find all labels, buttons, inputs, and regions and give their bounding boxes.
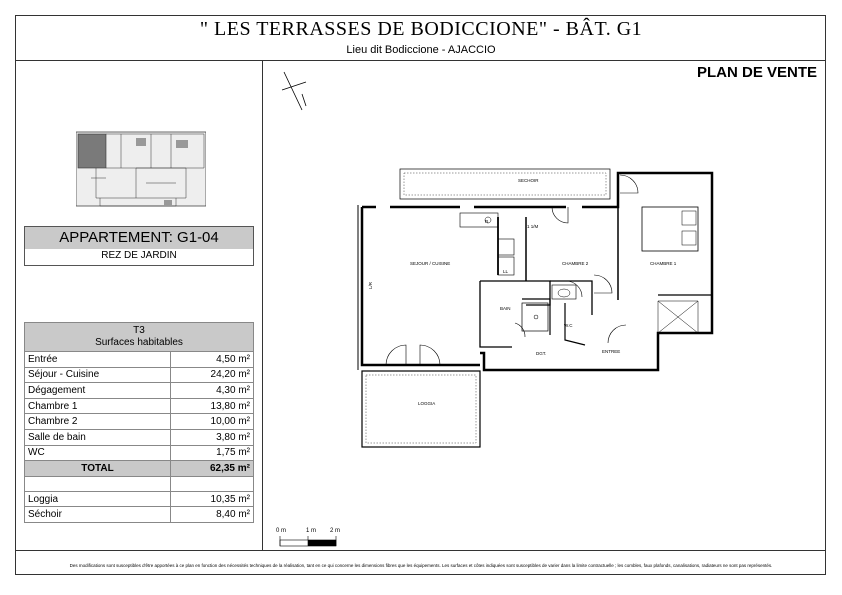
key-plan — [76, 131, 206, 207]
row-value: 13,80 m² — [170, 397, 254, 415]
scale-label-0: 0 m — [276, 528, 286, 534]
room-label-degt: DGT. — [536, 351, 546, 356]
row-value: 8,40 m² — [170, 506, 254, 523]
footer-divider — [15, 550, 826, 551]
north-arrow-icon — [281, 71, 307, 111]
floor-plan: SECHOIR SEJOUR / CUISINE CHAMBRE 2 CHAMB… — [357, 168, 714, 448]
apartment-level: REZ DE JARDIN — [101, 250, 177, 261]
room-label-sechoir: SECHOIR — [518, 178, 539, 183]
scale-label-1: 1 m — [306, 528, 316, 534]
surfaces-heading: Surfaces habitables — [95, 337, 183, 348]
row-name: Chambre 1 — [24, 397, 171, 415]
footer-note: Des modifications sont susceptibles d'êt… — [69, 563, 773, 568]
row-value: 24,20 m² — [170, 366, 254, 384]
sheet-frame — [15, 15, 826, 575]
room-label-bain: BAIN — [500, 306, 511, 311]
row-name: Salle de bain — [24, 428, 171, 446]
row-value: 10,00 m² — [170, 413, 254, 430]
apartment-type: T3 — [133, 325, 145, 336]
label-ll: LL — [503, 269, 509, 274]
document-title: " LES TERRASSES DE BODICCIONE" - BÂT. G1 — [199, 18, 643, 40]
plan-label: PLAN DE VENTE — [696, 64, 817, 81]
header-divider — [15, 60, 826, 61]
row-value: 4,50 m² — [170, 351, 254, 368]
spacer-row — [24, 475, 254, 492]
column-divider — [262, 60, 263, 550]
row-value: 1,75 m² — [170, 444, 254, 462]
row-name: Dégagement — [24, 382, 171, 399]
apartment-box: APPARTEMENT: G1-04 REZ DE JARDIN — [24, 226, 254, 266]
label-r: R — [485, 219, 489, 224]
room-label-chambre1: CHAMBRE 1 — [650, 261, 677, 266]
row-value: 4,30 m² — [170, 382, 254, 399]
room-label-wc: W.C — [564, 323, 573, 328]
label-lr: L/R — [368, 281, 373, 289]
room-label-sejour: SEJOUR / CUISINE — [410, 261, 450, 266]
total-label: TOTAL — [24, 460, 171, 477]
row-value: 10,35 m² — [170, 490, 254, 508]
row-name: WC — [24, 444, 171, 462]
scale-bar: 0 m 1 m 2 m — [276, 528, 340, 547]
apartment-label: APPARTEMENT: G1-04 — [25, 227, 253, 249]
row-name: Loggia — [24, 490, 171, 508]
surfaces-header: T3 Surfaces habitables — [24, 322, 254, 352]
row-name: Entrée — [24, 351, 171, 368]
surfaces-header-cell: T3 Surfaces habitables — [24, 322, 254, 352]
room-label-chambre2: CHAMBRE 2 — [562, 261, 589, 266]
row-value: 3,80 m² — [170, 428, 254, 446]
row-name: Séchoir — [24, 506, 171, 523]
total-value: 62,35 m² — [170, 460, 254, 477]
scale-label-2: 2 m — [330, 528, 340, 534]
room-label-entree: ENTREE — [602, 349, 620, 354]
row-name: Séjour - Cuisine — [24, 366, 171, 384]
document-subtitle: Lieu dit Bodiccione - AJACCIO — [346, 44, 496, 56]
row-name: Chambre 2 — [24, 413, 171, 430]
label-one-sur: 1 1/M — [527, 224, 539, 229]
room-label-loggia: LOGGIA — [418, 401, 435, 406]
